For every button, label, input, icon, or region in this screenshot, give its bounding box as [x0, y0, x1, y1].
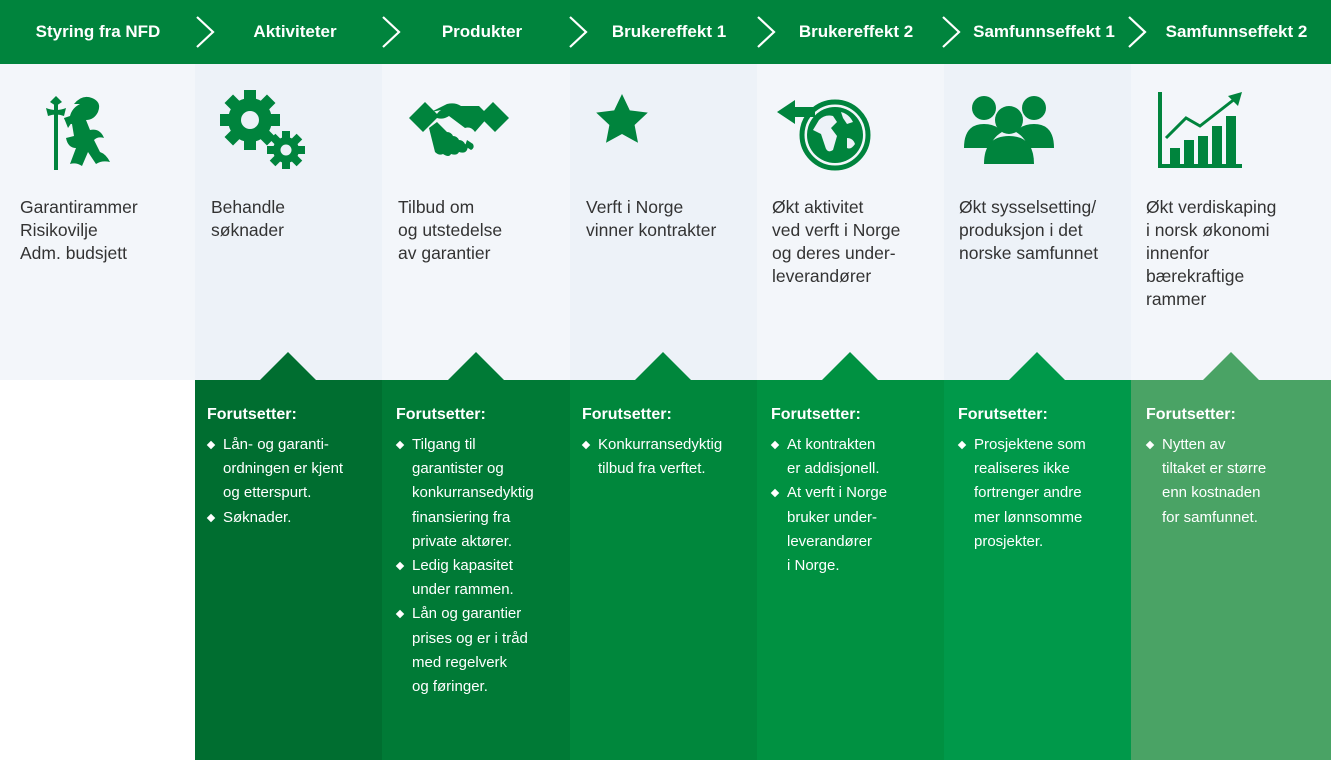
step-title-samfunnseffekt-1: Samfunnseffekt 1 [973, 22, 1115, 41]
prerequisite-title-brukereffekt-1: Forutsetter: [582, 406, 672, 423]
prerequisite-item: Søknader. [207, 506, 379, 530]
gears-icon [220, 90, 305, 169]
prerequisite-item: Tilgang til garantister og konkurransedy… [396, 433, 568, 554]
globe-arrow-icon [777, 99, 871, 171]
star-icon [596, 94, 648, 143]
step-text-samfunnseffekt-2: Økt verdiskaping i norsk økonomi innenfo… [1146, 197, 1277, 309]
prerequisite-list-samfunnseffekt-2: Nytten av tiltaket er større enn kostnad… [1146, 433, 1326, 530]
prerequisite-item: Ledig kapasitet under rammen. [396, 554, 568, 602]
prerequisite-title-produkter: Forutsetter: [396, 406, 486, 423]
chevron-separator [196, 16, 215, 48]
prerequisite-title-brukereffekt-2: Forutsetter: [771, 406, 861, 423]
chevron-separator [569, 16, 588, 48]
prerequisite-item: Konkurransedyktig tilbud fra verftet. [582, 433, 754, 481]
step-text-brukereffekt-1: Verft i Norge vinner kontrakter [586, 197, 717, 240]
prerequisite-title-aktiviteter: Forutsetter: [207, 406, 297, 423]
prerequisite-item: Lån og garantier prises og er i tråd med… [396, 602, 568, 699]
norwegian-coat-of-arms-icon [46, 96, 110, 170]
growth-chart-icon [1158, 92, 1242, 168]
chevron-separator [942, 16, 961, 48]
prerequisite-item: At kontrakten er addisjonell. [771, 433, 941, 481]
step-title-styring: Styring fra NFD [35, 22, 161, 41]
prerequisite-list-produkter: Tilgang til garantister og konkurransedy… [396, 433, 568, 699]
prerequisite-title-samfunnseffekt-1: Forutsetter: [958, 406, 1048, 423]
prerequisite-item: At verft i Norge bruker under- leverandø… [771, 481, 941, 578]
chevron-separator [757, 16, 776, 48]
notch-brukereffekt-1 [635, 352, 691, 380]
prerequisite-item: Nytten av tiltaket er større enn kostnad… [1146, 433, 1326, 530]
notch-produkter [448, 352, 504, 380]
notch-brukereffekt-2 [822, 352, 878, 380]
notch-samfunnseffekt-2 [1203, 352, 1259, 380]
step-title-brukereffekt-1: Brukereffekt 1 [611, 22, 727, 41]
chevron-separator [1128, 16, 1147, 48]
prerequisite-list-brukereffekt-2: At kontrakten er addisjonell. At verft i… [771, 433, 941, 578]
people-group-icon [964, 96, 1054, 164]
notch-aktiviteter [260, 352, 316, 380]
prerequisite-item: Prosjektene som realiseres ikke fortreng… [958, 433, 1128, 554]
handshake-icon [409, 102, 509, 156]
chevron-separator [382, 16, 401, 48]
step-text-samfunnseffekt-1: Økt sysselsetting/ produksjon i det nors… [959, 197, 1099, 263]
process-header: Styring fra NFD Aktiviteter Produkter Br… [0, 0, 1331, 64]
notch-samfunnseffekt-1 [1009, 352, 1065, 380]
prerequisite-list-samfunnseffekt-1: Prosjektene som realiseres ikke fortreng… [958, 433, 1128, 554]
step-text-aktiviteter: Behandle søknader [211, 197, 285, 240]
step-title-aktiviteter: Aktiviteter [253, 22, 337, 41]
prerequisite-list-brukereffekt-1: Konkurransedyktig tilbud fra verftet. [582, 433, 754, 481]
step-title-brukereffekt-2: Brukereffekt 2 [798, 22, 914, 41]
step-title-produkter: Produkter [441, 22, 523, 41]
prerequisite-list-aktiviteter: Lån- og garanti- ordningen er kjent og e… [207, 433, 379, 530]
prerequisite-item: Lån- og garanti- ordningen er kjent og e… [207, 433, 379, 506]
step-text-produkter: Tilbud om og utstedelse av garantier [398, 197, 503, 263]
step-title-samfunnseffekt-2: Samfunnseffekt 2 [1165, 22, 1308, 41]
step-text-brukereffekt-2: Økt aktivitet ved verft i Norge og deres… [772, 197, 901, 286]
column-styring [0, 64, 195, 380]
step-text-styring: Garantirammer Risikovilje Adm. budsjett [20, 197, 138, 263]
header-background [0, 0, 1331, 64]
prerequisite-title-samfunnseffekt-2: Forutsetter: [1146, 406, 1236, 423]
